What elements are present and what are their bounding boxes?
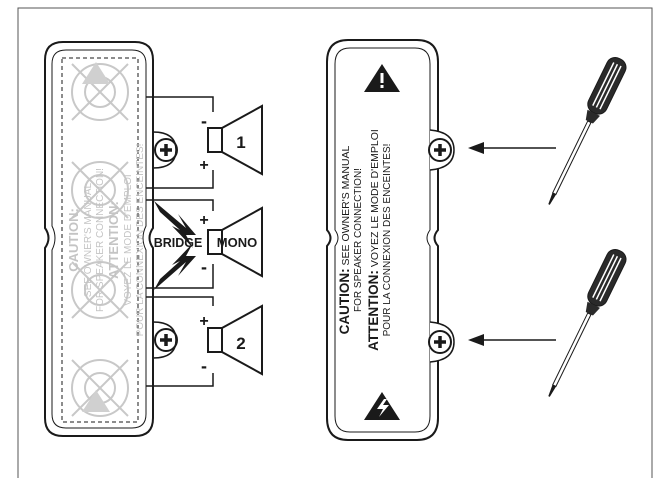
attention-word: ATTENTION:	[366, 270, 381, 351]
ghost-warning-icon	[82, 62, 110, 84]
caution-line1-text: SEE OWNER'S MANUAL	[340, 145, 352, 265]
cover-screw-top	[428, 138, 452, 162]
speaker-1-minus-label: -	[201, 111, 207, 131]
bridge-label: BRIDGE	[154, 236, 203, 250]
ghost-attention-line2: POUR LA CONNEXION DES ENCEINTES!	[135, 144, 146, 337]
terminal-strip-dashed-outline	[61, 57, 139, 423]
terminal-strip-body	[44, 41, 154, 437]
ghost-lightning-icon	[82, 390, 110, 412]
screwdriver-top-icon	[548, 57, 627, 205]
caution-line-2: FOR SPEAKER CONNECTION!	[353, 168, 364, 312]
speaker-labels: - + 1 + - MONO BRIDGE + - 2	[154, 111, 258, 376]
speaker-1-label: 1	[236, 133, 245, 152]
speaker-1	[207, 104, 263, 176]
caution-text-block: CAUTION: SEE OWNER'S MANUAL FOR SPEAKER …	[337, 129, 393, 351]
caution-line-1: CAUTION: SEE OWNER'S MANUAL	[337, 145, 352, 334]
exclamation-warning-icon	[364, 64, 400, 92]
speaker-2-minus-label: -	[201, 356, 207, 376]
arrow-to-bottom-screw	[468, 334, 556, 346]
ghost-attention-word: ATTENTION:	[106, 201, 121, 279]
ghost-caution-line2: FOR SPEAKER CONNECTION!	[95, 168, 106, 312]
screw-boss-top	[152, 131, 177, 169]
speaker-2-plus-label: +	[199, 313, 208, 330]
terminal-strip-left: CAUTION: SEE OWNER'S MANUAL FOR SPEAKER …	[44, 41, 178, 437]
terminal-screw-top	[154, 138, 178, 162]
ghost-terminals	[71, 63, 129, 417]
screw-boss-bottom	[152, 321, 177, 359]
speaker-mono-label: MONO	[217, 235, 257, 250]
cover-screw-bottom	[428, 330, 452, 354]
lightning-warning-icon	[364, 392, 400, 420]
caution-cover-inner-edge	[334, 47, 431, 433]
bridge-lightning-icon	[154, 201, 196, 290]
speaker-2-label: 2	[236, 334, 245, 353]
terminal-screw-bottom	[154, 328, 178, 352]
speaker-mono-plus-label: +	[199, 212, 208, 229]
attention-line-2: POUR LA CONNEXION DES ENCEINTES!	[382, 144, 393, 337]
attention-line1-text: VOYEZ LE MODE D'EMPLOI	[369, 129, 381, 267]
speaker-2	[207, 304, 263, 376]
caution-cover-body	[326, 39, 439, 441]
caution-word: CAUTION:	[337, 268, 352, 334]
speaker-wiring	[146, 96, 214, 387]
ghost-caution-text: CAUTION: SEE OWNER'S MANUAL FOR SPEAKER …	[66, 144, 146, 337]
speaker-mono	[207, 206, 263, 278]
caution-cover-right: CAUTION: SEE OWNER'S MANUAL FOR SPEAKER …	[326, 39, 455, 441]
speaker-mono-minus-label: -	[201, 257, 207, 277]
ghost-caution-word: CAUTION:	[66, 208, 81, 272]
figure-frame	[17, 7, 653, 478]
attention-line-1: ATTENTION: VOYEZ LE MODE D'EMPLOI	[366, 129, 381, 351]
arrow-to-top-screw	[468, 142, 556, 154]
screwdriver-bottom-icon	[548, 249, 627, 397]
ghost-attention-line1: VOYEZ LE MODE D'EMPLOI	[123, 174, 134, 305]
ghost-caution-line1: SEE OWNER'S MANUAL	[83, 182, 94, 297]
terminal-strip-inner-edge	[51, 49, 147, 429]
speaker-1-plus-label: +	[199, 157, 208, 174]
